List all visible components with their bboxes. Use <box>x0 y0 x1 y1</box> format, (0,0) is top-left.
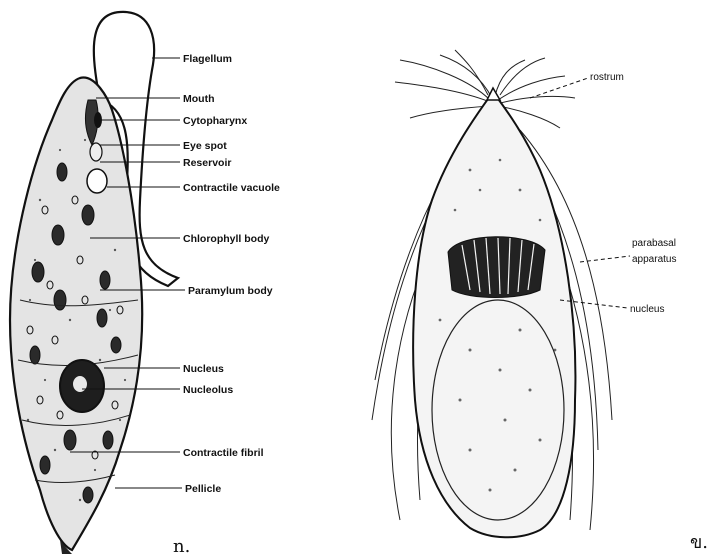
label-contractile-fibril: Contractile fibril <box>183 447 264 459</box>
parabasal-apparatus <box>448 237 545 298</box>
label-reservoir: Reservoir <box>183 157 231 169</box>
euglena-drawing <box>10 12 178 554</box>
nucleolus <box>73 376 87 392</box>
panel-letter-left: n. <box>173 536 190 557</box>
panel-letter-right: ข. <box>690 532 708 553</box>
flagellate-drawing <box>372 50 612 537</box>
label-rostrum: rostrum <box>590 72 624 83</box>
label-eye-spot: Eye spot <box>183 140 227 152</box>
label-apparatus: apparatus <box>632 254 676 265</box>
label-parabasal: parabasal <box>632 238 676 249</box>
label-chlorophyll-body: Chlorophyll body <box>183 233 269 245</box>
euglena-body <box>10 78 142 550</box>
right-labels: rostrum parabasal apparatus nucleus ข. <box>590 72 708 553</box>
flagellate-body <box>413 92 575 537</box>
label-nucleus-left: Nucleus <box>183 363 224 375</box>
label-mouth: Mouth <box>183 93 215 105</box>
reservoir <box>90 143 102 161</box>
label-cytopharynx: Cytopharynx <box>183 115 247 127</box>
label-pellicle: Pellicle <box>185 483 221 495</box>
label-nucleus-right: nucleus <box>630 304 664 315</box>
label-flagellum: Flagellum <box>183 53 232 65</box>
label-nucleolus: Nucleolus <box>183 384 233 396</box>
left-labels: Flagellum Mouth Cytopharynx Eye spot Res… <box>173 53 280 557</box>
label-contractile-vacuole: Contractile vacuole <box>183 182 280 194</box>
contractile-vacuole <box>87 169 107 193</box>
rostrum-shape <box>487 88 500 100</box>
label-paramylum-body: Paramylum body <box>188 285 273 297</box>
